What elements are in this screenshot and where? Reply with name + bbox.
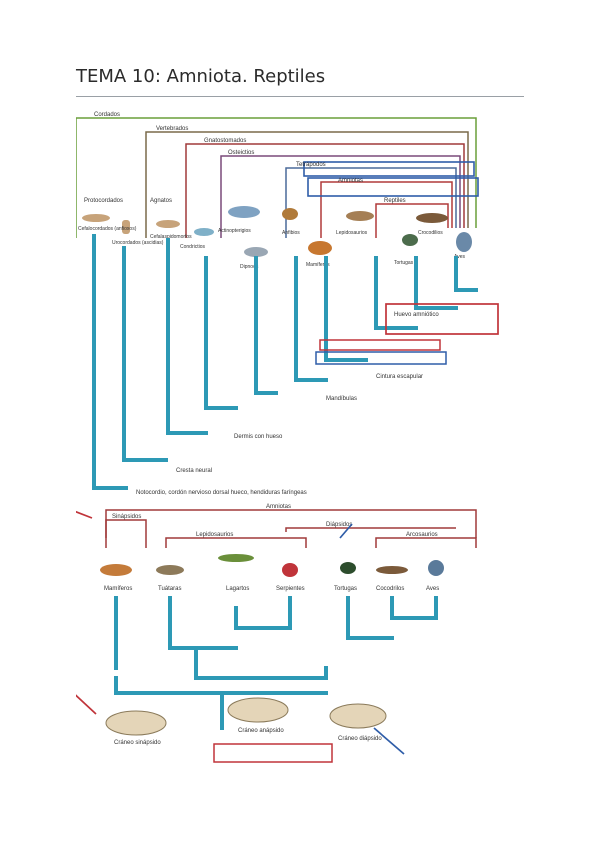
title-rule xyxy=(76,96,524,97)
clade-lepidosaurios: Lepidosaurios xyxy=(196,532,233,538)
taxon-7: Lepidosaurios xyxy=(336,230,368,236)
skull-left: Cráneo sinápsido xyxy=(114,740,161,746)
clade-sinapsidos: Sinápsidos xyxy=(112,514,141,520)
clade-vertebrados: Vertebrados xyxy=(156,126,188,132)
bottom-taxon-6: Aves xyxy=(426,586,439,592)
taxon-5: Dipnoos xyxy=(240,264,259,270)
clade-protocordados: Protocordados xyxy=(84,198,123,204)
taxon-2: Cefalaspidomorfos xyxy=(150,234,192,240)
bottom-taxon-2: Lagartos xyxy=(226,586,249,592)
bottom-taxon-3: Serpientes xyxy=(276,586,305,592)
clade-agnatos: Agnatos xyxy=(150,198,172,204)
character-cintura: Cintura escapular xyxy=(376,374,423,380)
taxon-6: Anfibios xyxy=(282,230,300,236)
animal-silhouettes xyxy=(82,206,472,257)
clade-tetrapodos: Tetrápodos xyxy=(296,162,326,168)
bottom-taxon-4: Tortugas xyxy=(334,586,357,592)
character-huevo: Huevo amniótico xyxy=(394,312,439,318)
clade-osteictios: Osteictios xyxy=(228,150,254,156)
page-title: TEMA 10: Amniota. Reptiles xyxy=(76,66,326,87)
clade-diapsidos: Diápsidos xyxy=(326,522,352,528)
taxon-9: Crocodilios xyxy=(418,230,443,236)
clade-amniotas-bottom: Amniotas xyxy=(266,504,291,510)
clade-gnatostomados: Gnatostomados xyxy=(204,138,246,144)
skull-center: Cráneo anápsido xyxy=(238,728,284,734)
phylogeny-figure: Cordados Vertebrados Gnatostomados Ostei… xyxy=(65,108,524,768)
taxon-1: Urocordados (ascidias) xyxy=(112,240,164,246)
character-notocordio: Notocordio, cordón nervioso dorsal hueco… xyxy=(136,490,307,496)
taxon-0: Cefalocordados (anfioxos) xyxy=(78,226,137,232)
clade-arcosaurios: Arcosaurios xyxy=(406,532,438,538)
taxon-4: Condrictios xyxy=(180,244,206,250)
clade-cordados: Cordados xyxy=(94,112,120,118)
clade-reptiles: Reptiles xyxy=(384,198,406,204)
character-mandibulas: Mandíbulas xyxy=(326,396,357,402)
taxon-8: Tortugas xyxy=(394,260,414,266)
bottom-taxon-5: Cocodrilos xyxy=(376,586,404,592)
taxon-11: Mamíferos xyxy=(306,262,330,268)
character-cresta: Cresta neural xyxy=(176,468,212,474)
skull-right: Cráneo diápsido xyxy=(338,736,382,742)
taxon-3: Actinopterigios xyxy=(218,228,251,234)
character-dermis: Dermis con hueso xyxy=(234,434,283,440)
bottom-taxon-1: Tuátaras xyxy=(158,586,181,592)
clade-amniotas: Amniotas xyxy=(338,178,363,184)
bottom-taxon-0: Mamíferos xyxy=(104,586,132,592)
taxon-10: Aves xyxy=(454,254,466,260)
